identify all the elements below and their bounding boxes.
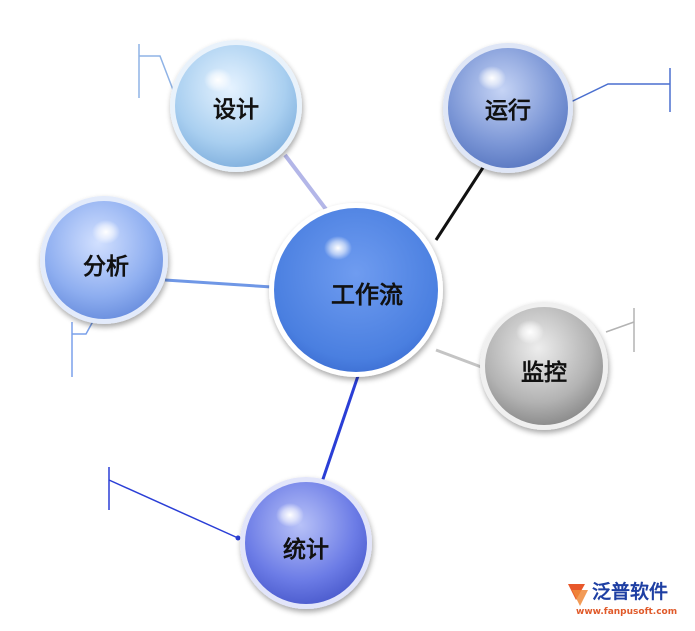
logo-mark-icon (568, 584, 588, 606)
callout-stats (108, 467, 241, 541)
node-design[interactable]: 设计 (170, 40, 302, 172)
node-analyze-label: 分析 (83, 254, 129, 280)
node-run-label: 运行 (485, 97, 531, 124)
link-run (434, 165, 486, 241)
node-monitor[interactable]: 监控 (480, 302, 608, 430)
callout-design (138, 44, 178, 98)
link-monitor (435, 348, 485, 370)
link-stats (320, 369, 362, 483)
link-analyze (164, 278, 273, 289)
node-monitor-label: 监控 (521, 359, 567, 386)
node-analyze[interactable]: 分析 (40, 196, 168, 324)
brand-logo: 泛普软件 www.fanpusoft.com (568, 580, 677, 617)
node-center-label: 工作流 (331, 281, 403, 309)
callout-monitor (605, 308, 635, 352)
node-stats-label: 统计 (283, 536, 329, 563)
link-design (283, 153, 330, 214)
logo-text: 泛普软件 (592, 580, 668, 603)
logo-url: www.fanpusoft.com (576, 607, 677, 617)
node-stats[interactable]: 统计 (240, 477, 372, 609)
node-design-label: 设计 (213, 97, 259, 123)
node-run[interactable]: 运行 (443, 43, 573, 173)
node-center[interactable]: 工作流 (269, 203, 443, 377)
